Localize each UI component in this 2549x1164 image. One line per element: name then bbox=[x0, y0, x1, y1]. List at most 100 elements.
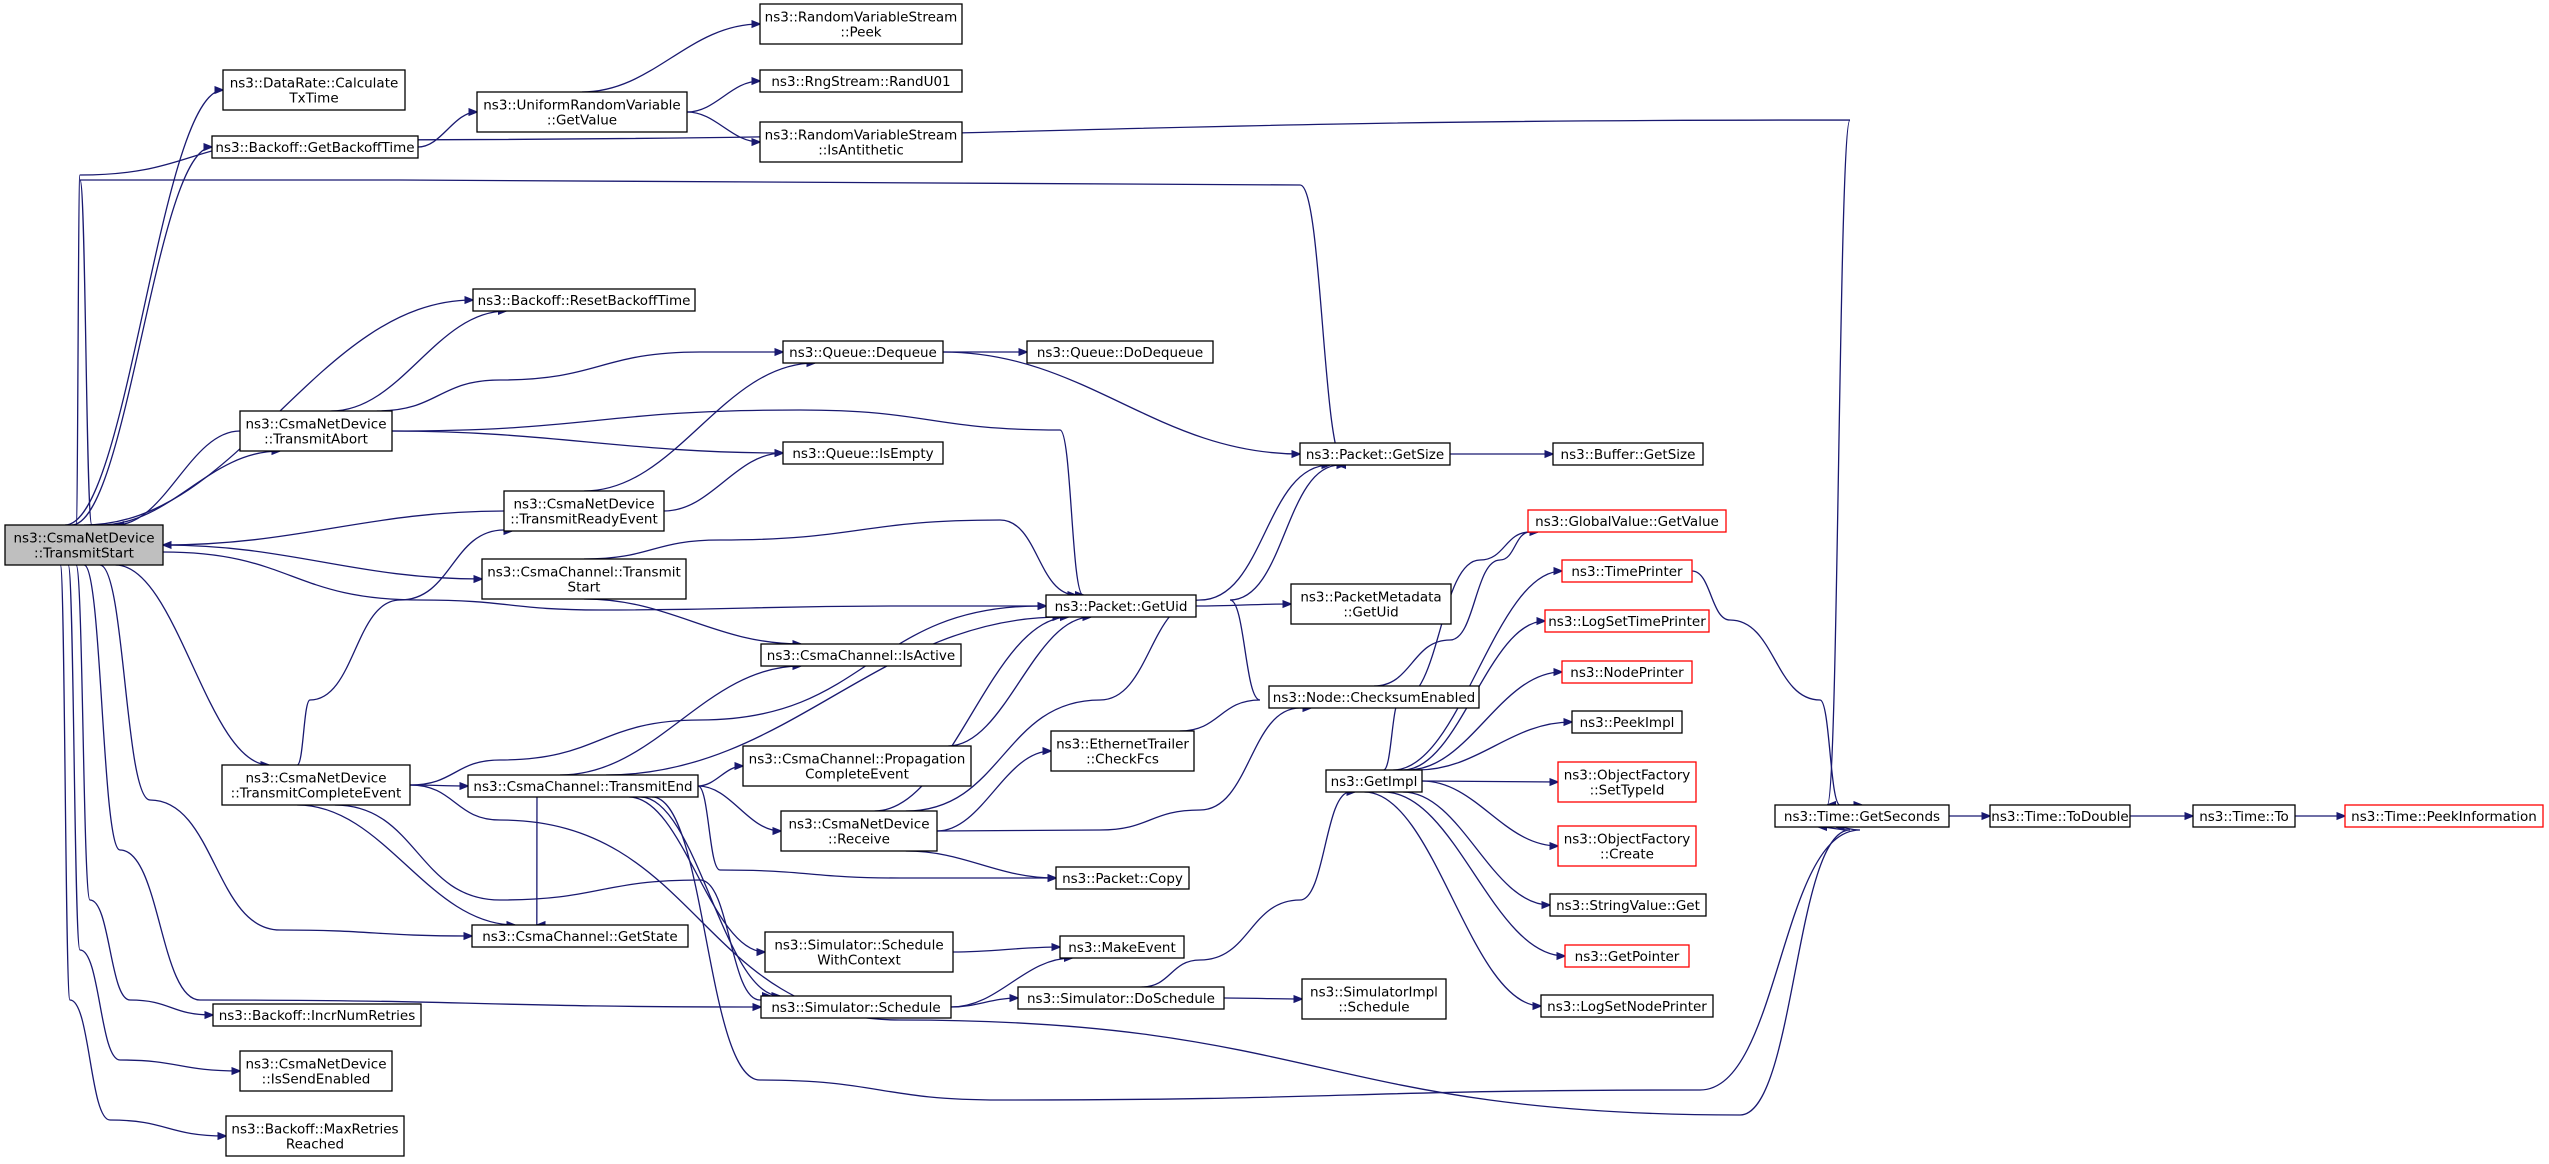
node-transmitabort-label-0: ns3::CsmaNetDevice bbox=[245, 417, 386, 433]
node-peekinfo-label-0: ns3::Time::PeekInformation bbox=[2351, 809, 2537, 825]
node-getbackoff-label-0: ns3::Backoff::GetBackoffTime bbox=[215, 140, 414, 156]
node-readyevent-label-1: ::TransmitReadyEvent bbox=[510, 512, 658, 528]
node-copy[interactable]: ns3::Packet::Copy bbox=[1055, 866, 1190, 890]
node-propagation-label-0: ns3::CsmaChannel::Propagation bbox=[749, 752, 966, 768]
node-isactive-label-0: ns3::CsmaChannel::IsActive bbox=[767, 648, 955, 664]
node-logsetnode-box bbox=[1540, 994, 1714, 1018]
node-root[interactable]: ns3::CsmaNetDevice::TransmitStart bbox=[4, 524, 164, 566]
node-logsetnode[interactable]: ns3::LogSetNodePrinter bbox=[1540, 994, 1714, 1018]
node-logsettime[interactable]: ns3::LogSetTimePrinter bbox=[1544, 609, 1710, 633]
node-checkfcs[interactable]: ns3::EthernetTrailer::CheckFcs bbox=[1050, 730, 1195, 772]
edge-doschedule-to-implsched bbox=[1223, 998, 1302, 999]
node-getbackoff[interactable]: ns3::Backoff::GetBackoffTime bbox=[211, 135, 419, 159]
node-getsize[interactable]: ns3::Packet::GetSize bbox=[1299, 442, 1451, 466]
node-resetbackoff[interactable]: ns3::Backoff::ResetBackoffTime bbox=[472, 288, 696, 312]
node-create[interactable]: ns3::ObjectFactory::Create bbox=[1557, 825, 1697, 867]
node-getbackoff-box bbox=[211, 135, 419, 159]
node-isactive[interactable]: ns3::CsmaChannel::IsActive bbox=[760, 643, 962, 667]
edge-root-to-getstate bbox=[99, 564, 472, 936]
node-logsetnode-label-0: ns3::LogSetNodePrinter bbox=[1547, 999, 1707, 1015]
edge-getimpl-to-globalvalue bbox=[1382, 532, 1538, 771]
edge-completeevent-to-getstate bbox=[297, 804, 515, 925]
node-makeevent-box bbox=[1059, 935, 1185, 959]
node-implsched[interactable]: ns3::SimulatorImpl::Schedule bbox=[1301, 978, 1447, 1020]
node-peekinfo[interactable]: ns3::Time::PeekInformation bbox=[2344, 804, 2544, 828]
node-settypeid-label-1: ::SetTypeId bbox=[1590, 783, 1665, 799]
node-timeprinter[interactable]: ns3::TimePrinter bbox=[1561, 559, 1693, 583]
edge-getimpl-to-timeprinter bbox=[1393, 571, 1562, 771]
node-stringget[interactable]: ns3::StringValue::Get bbox=[1549, 893, 1707, 917]
edge-uniform-to-peek bbox=[581, 24, 760, 93]
node-root-label-0: ns3::CsmaNetDevice bbox=[13, 531, 154, 547]
node-getsize-label-0: ns3::Packet::GetSize bbox=[1306, 447, 1444, 463]
node-receive-label-0: ns3::CsmaNetDevice bbox=[788, 817, 929, 833]
node-peekimpl-label-0: ns3::PeekImpl bbox=[1580, 715, 1675, 731]
node-schedule[interactable]: ns3::Simulator::Schedule bbox=[760, 995, 952, 1019]
node-schedctx-label-0: ns3::Simulator::Schedule bbox=[774, 938, 943, 954]
node-randu01[interactable]: ns3::RngStream::RandU01 bbox=[759, 69, 963, 93]
node-getuid[interactable]: ns3::Packet::GetUid bbox=[1045, 594, 1197, 618]
edge-transmitend-to-schedctx bbox=[628, 796, 765, 952]
node-checkfcs-label-1: ::CheckFcs bbox=[1086, 752, 1159, 768]
node-receive[interactable]: ns3::CsmaNetDevice::Receive bbox=[780, 810, 938, 852]
node-getimpl[interactable]: ns3::GetImpl bbox=[1325, 769, 1423, 793]
node-transmitabort[interactable]: ns3::CsmaNetDevice::TransmitAbort bbox=[239, 410, 393, 452]
node-getpointer-box bbox=[1564, 944, 1690, 968]
node-getpointer[interactable]: ns3::GetPointer bbox=[1564, 944, 1690, 968]
edge-receive-to-checkfcs bbox=[936, 751, 1051, 832]
node-transmitend[interactable]: ns3::CsmaChannel::TransmitEnd bbox=[467, 774, 699, 798]
node-schedule-box bbox=[760, 995, 952, 1019]
edge-root-to-incrnum bbox=[75, 564, 213, 1015]
node-dodequeue[interactable]: ns3::Queue::DoDequeue bbox=[1026, 340, 1214, 364]
node-todouble[interactable]: ns3::Time::ToDouble bbox=[1989, 804, 2131, 828]
node-randu01-label-0: ns3::RngStream::RandU01 bbox=[771, 74, 950, 90]
node-settypeid[interactable]: ns3::ObjectFactory::SetTypeId bbox=[1557, 761, 1697, 803]
node-chantransmit[interactable]: ns3::CsmaChannel::TransmitStart bbox=[481, 558, 687, 600]
node-issend[interactable]: ns3::CsmaNetDevice::IsSendEnabled bbox=[239, 1050, 393, 1092]
node-getseconds[interactable]: ns3::Time::GetSeconds bbox=[1774, 804, 1950, 828]
node-antithetic-box bbox=[759, 121, 963, 163]
node-metauid[interactable]: ns3::PacketMetadata::GetUid bbox=[1290, 583, 1452, 625]
node-peek[interactable]: ns3::RandomVariableStream::Peek bbox=[759, 3, 963, 45]
edge-root-to-chantransmit bbox=[162, 544, 482, 579]
edge-transmitabort-to-dequeue bbox=[376, 352, 783, 412]
node-incrnum[interactable]: ns3::Backoff::IncrNumRetries bbox=[212, 1003, 422, 1027]
node-nodeprinter[interactable]: ns3::NodePrinter bbox=[1561, 660, 1693, 684]
node-dequeue[interactable]: ns3::Queue::Dequeue bbox=[782, 340, 944, 364]
node-getimpl-label-0: ns3::GetImpl bbox=[1331, 774, 1418, 790]
node-isempty-box bbox=[782, 441, 944, 465]
node-to[interactable]: ns3::Time::To bbox=[2192, 804, 2296, 828]
node-readyevent-box bbox=[503, 490, 665, 532]
node-buffersize[interactable]: ns3::Buffer::GetSize bbox=[1552, 442, 1704, 466]
node-todouble-box bbox=[1989, 804, 2131, 828]
node-maxretries-label-0: ns3::Backoff::MaxRetries bbox=[231, 1122, 398, 1138]
node-propagation[interactable]: ns3::CsmaChannel::PropagationCompleteEve… bbox=[742, 745, 972, 787]
node-getstate-box bbox=[471, 924, 689, 948]
node-readyevent[interactable]: ns3::CsmaNetDevice::TransmitReadyEvent bbox=[503, 490, 665, 532]
node-incrnum-label-0: ns3::Backoff::IncrNumRetries bbox=[219, 1008, 416, 1024]
node-checksum[interactable]: ns3::Node::ChecksumEnabled bbox=[1268, 685, 1480, 709]
edge-uniform-to-antithetic bbox=[686, 111, 760, 142]
node-peekimpl[interactable]: ns3::PeekImpl bbox=[1571, 710, 1683, 734]
node-maxretries-box bbox=[225, 1115, 405, 1157]
edge-getimpl-to-create bbox=[1421, 780, 1558, 846]
node-receive-label-1: ::Receive bbox=[828, 832, 890, 848]
edge-getimpl-to-settypeid bbox=[1421, 781, 1558, 782]
edge-root-to-completeevent bbox=[115, 564, 269, 765]
node-antithetic[interactable]: ns3::RandomVariableStream::IsAntithetic bbox=[759, 121, 963, 163]
edge-transmitend-to-getuid bbox=[605, 617, 1061, 776]
node-makeevent[interactable]: ns3::MakeEvent bbox=[1059, 935, 1185, 959]
node-schedctx-box bbox=[764, 931, 954, 973]
node-globalvalue[interactable]: ns3::GlobalValue::GetValue bbox=[1527, 509, 1727, 533]
node-doschedule[interactable]: ns3::Simulator::DoSchedule bbox=[1017, 986, 1225, 1010]
node-getstate[interactable]: ns3::CsmaChannel::GetState bbox=[471, 924, 689, 948]
node-metauid-box bbox=[1290, 583, 1452, 625]
node-resetbackoff-box bbox=[472, 288, 696, 312]
node-uniform[interactable]: ns3::UniformRandomVariable::GetValue bbox=[476, 91, 688, 133]
edge-getimpl-to-stringget bbox=[1402, 791, 1550, 905]
node-completeevent[interactable]: ns3::CsmaNetDevice::TransmitCompleteEven… bbox=[221, 764, 411, 806]
node-isempty[interactable]: ns3::Queue::IsEmpty bbox=[782, 441, 944, 465]
